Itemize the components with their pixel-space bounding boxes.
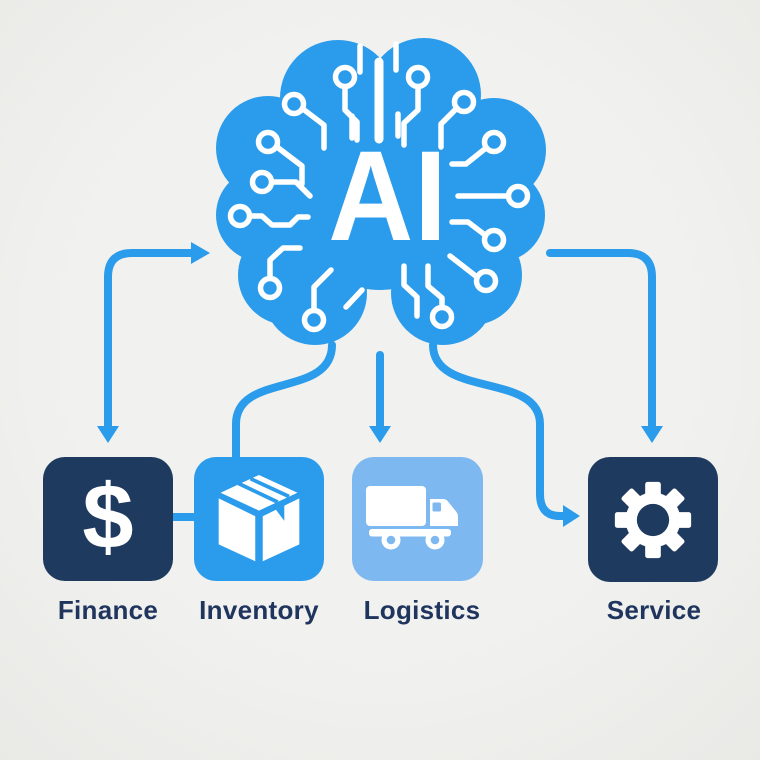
node-service xyxy=(588,457,718,582)
edge-brain-finance xyxy=(97,242,210,443)
circuit-traces-right xyxy=(401,64,531,330)
label-logistics: Logistics xyxy=(363,595,481,625)
package-icon xyxy=(218,474,300,562)
edge-brain-inventory xyxy=(232,341,336,462)
ai-hub-label: AI xyxy=(328,125,448,269)
label-inventory: Inventory xyxy=(199,595,319,625)
label-service: Service xyxy=(606,595,702,625)
node-inventory xyxy=(194,457,324,581)
dollar-icon: $ xyxy=(82,466,134,568)
node-logistics xyxy=(352,457,483,581)
gear-icon xyxy=(614,481,692,558)
node-finance: $ xyxy=(43,457,173,581)
circuit-traces-top xyxy=(349,41,401,141)
edge-brain-service-top xyxy=(546,249,663,443)
circuit-traces-left xyxy=(227,64,365,333)
label-finance: Finance xyxy=(57,595,159,625)
edge-brain-logistics xyxy=(369,351,391,443)
edge-brain-service-side xyxy=(429,341,580,527)
truck-icon xyxy=(365,486,458,550)
